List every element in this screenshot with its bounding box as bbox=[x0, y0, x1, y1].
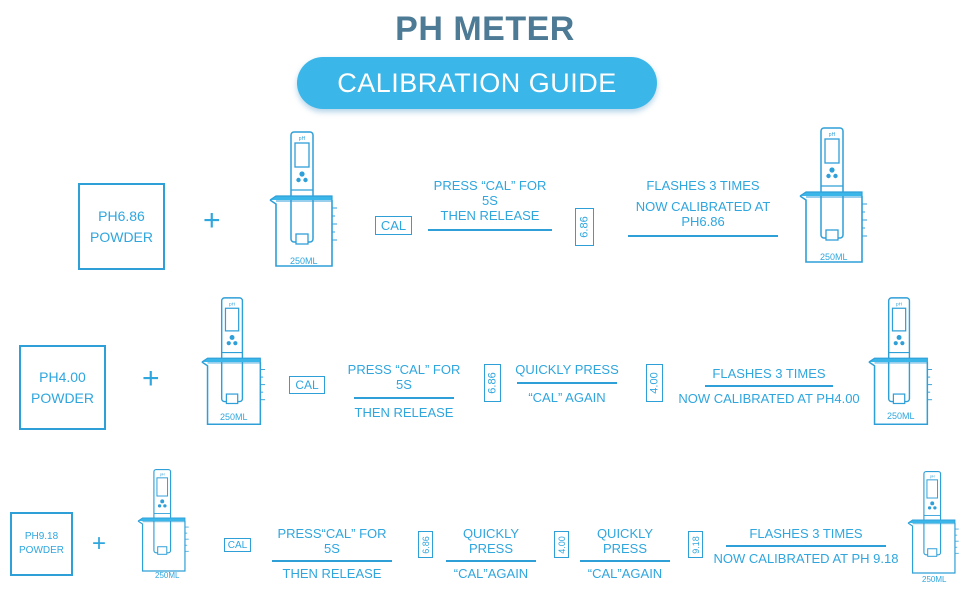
beaker-volume-label: 250ML bbox=[820, 252, 848, 262]
instruction-line: “CAL”AGAIN bbox=[453, 565, 529, 581]
instruction-line: “CAL” AGAIN bbox=[528, 389, 606, 405]
reading-value: 6.86 bbox=[420, 535, 431, 554]
meter-reading-display: 9.18 bbox=[688, 531, 703, 558]
cal-button: CAL bbox=[375, 216, 412, 235]
final-line: NOW CALIBRATED AT PH 9.18 bbox=[713, 550, 899, 566]
instruction-step: QUICKLY PRESS “CAL”AGAIN bbox=[574, 526, 676, 581]
plus-sign: + bbox=[203, 204, 221, 237]
beaker-volume-label: 250ML bbox=[922, 575, 947, 584]
meter-reading-display: 4.00 bbox=[646, 364, 663, 402]
final-line: FLASHES 3 TIMES bbox=[749, 526, 863, 541]
cal-button: CAL bbox=[289, 376, 325, 394]
reading-value: 9.18 bbox=[690, 535, 701, 554]
instruction-line: QUICKLY PRESS bbox=[462, 526, 520, 556]
final-line: NOW CALIBRATED AT PH4.00 bbox=[678, 390, 860, 406]
beaker-icon bbox=[798, 126, 868, 266]
powder-label: PH6.86 bbox=[98, 208, 145, 225]
final-line: NOW CALIBRATED AT PH6.86 bbox=[635, 199, 771, 229]
final-rule bbox=[726, 545, 886, 547]
beaker-volume-label: 250ML bbox=[155, 571, 180, 580]
instruction-line: THEN RELEASE bbox=[440, 208, 540, 223]
instruction-line: THEN RELEASE bbox=[282, 565, 382, 581]
instruction-line: PRESS “CAL” FOR 5S bbox=[347, 362, 461, 392]
beaker-volume-label: 250ML bbox=[290, 256, 318, 266]
final-step: FLASHES 3 TIMES NOW CALIBRATED AT PH 9.1… bbox=[708, 526, 904, 566]
page-title: PH METER bbox=[395, 10, 575, 48]
instruction-line: PRESS“CAL” FOR 5S bbox=[277, 526, 387, 556]
instruction-rule bbox=[446, 560, 536, 562]
beaker-volume-label: 250ML bbox=[887, 411, 915, 421]
beaker-icon bbox=[198, 296, 268, 428]
powder-box-ph400: PH4.00 POWDER bbox=[19, 345, 106, 430]
reading-value: 4.00 bbox=[648, 372, 661, 394]
meter-reading-display: 6.86 bbox=[484, 364, 501, 402]
final-line: FLASHES 3 TIMES bbox=[712, 366, 826, 381]
final-rule bbox=[705, 385, 833, 387]
reading-value: 6.86 bbox=[578, 216, 591, 238]
instruction-rule bbox=[354, 397, 454, 399]
beaker-icon bbox=[268, 130, 338, 270]
instruction-step: PRESS “CAL” FOR 5S THEN RELEASE bbox=[340, 362, 468, 420]
reading-value: 6.86 bbox=[486, 372, 499, 394]
instruction-line: “CAL”AGAIN bbox=[587, 565, 663, 581]
instruction-rule bbox=[517, 382, 617, 384]
beaker-volume-label: 250ML bbox=[220, 412, 248, 422]
powder-word: POWDER bbox=[19, 545, 64, 556]
instruction-line: THEN RELEASE bbox=[354, 404, 454, 420]
instruction-step: PRESS“CAL” FOR 5S THEN RELEASE bbox=[268, 526, 396, 581]
instruction-line: QUICKLY PRESS bbox=[515, 362, 619, 377]
instruction-step: PRESS “CAL” FOR 5S THEN RELEASE bbox=[428, 178, 552, 237]
meter-reading-display: 4.00 bbox=[554, 531, 569, 558]
powder-label: PH9.18 bbox=[24, 530, 59, 542]
powder-word: POWDER bbox=[90, 228, 153, 245]
subtitle-pill: CALIBRATION GUIDE bbox=[297, 57, 657, 109]
instruction-step: QUICKLY PRESS “CAL” AGAIN bbox=[512, 362, 622, 405]
powder-box-ph686: PH6.86 POWDER bbox=[78, 183, 165, 270]
plus-sign: + bbox=[92, 530, 107, 557]
final-rule bbox=[628, 235, 778, 237]
instruction-step: QUICKLY PRESS “CAL”AGAIN bbox=[440, 526, 542, 581]
instruction-line: QUICKLY PRESS bbox=[596, 526, 654, 556]
final-line: FLASHES 3 TIMES bbox=[646, 178, 760, 193]
instruction-rule bbox=[580, 560, 670, 562]
meter-reading-display: 6.86 bbox=[418, 531, 433, 558]
final-step: FLASHES 3 TIMES NOW CALIBRATED AT PH6.86 bbox=[617, 178, 789, 243]
beaker-icon bbox=[900, 470, 966, 576]
powder-label: PH4.00 bbox=[39, 369, 86, 386]
instruction-rule bbox=[272, 560, 392, 562]
instruction-rule bbox=[428, 229, 552, 231]
powder-word: POWDER bbox=[31, 389, 94, 406]
reading-value: 4.00 bbox=[556, 535, 567, 554]
final-step: FLASHES 3 TIMES NOW CALIBRATED AT PH4.00 bbox=[674, 366, 864, 406]
plus-sign: + bbox=[142, 362, 160, 395]
beaker-icon bbox=[865, 296, 935, 428]
beaker-icon bbox=[128, 468, 198, 574]
powder-box-ph918: PH9.18 POWDER bbox=[10, 512, 73, 576]
meter-reading-display: 6.86 bbox=[575, 208, 594, 246]
subtitle-text: CALIBRATION GUIDE bbox=[337, 67, 617, 98]
cal-button: CAL bbox=[224, 538, 251, 552]
instruction-line: PRESS “CAL” FOR 5S bbox=[433, 178, 547, 208]
